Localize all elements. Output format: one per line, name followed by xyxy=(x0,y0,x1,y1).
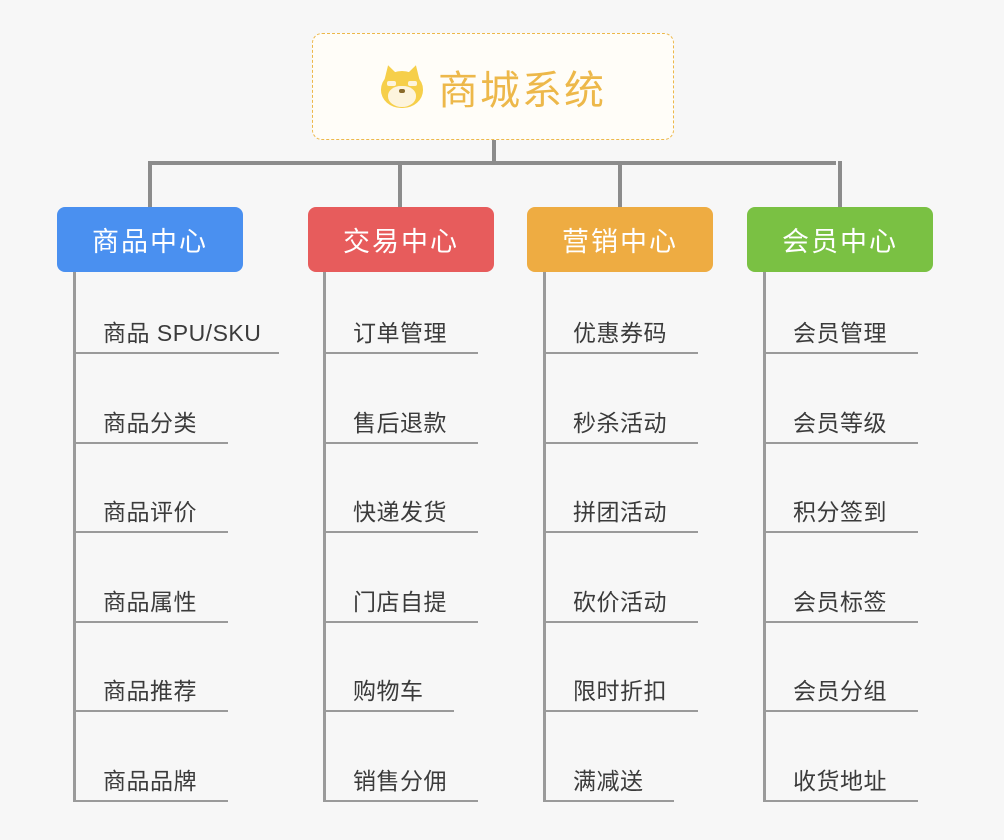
trunk-line-marketing-center xyxy=(543,272,546,802)
trunk-line-product-center xyxy=(73,272,76,802)
leaf-label: 优惠券码 xyxy=(573,320,667,346)
leaf-underline xyxy=(323,441,478,444)
leaf-label: 拼团活动 xyxy=(573,499,667,526)
leaf-label: 会员等级 xyxy=(793,409,887,436)
leaf-underline xyxy=(763,800,918,802)
root-title: 商城系统 xyxy=(438,68,606,113)
trunk-line-member-center xyxy=(763,272,766,802)
category-card-trade-center[interactable]: 交易中心 xyxy=(308,207,494,272)
trunk-line-trade-center xyxy=(323,272,326,802)
leaf-label: 积分签到 xyxy=(793,499,887,526)
leaf-label: 限时折扣 xyxy=(573,678,667,705)
category-card-marketing-center[interactable]: 营销中心 xyxy=(527,207,713,272)
leaf-label: 砍价活动 xyxy=(573,588,667,615)
leaf-label: 商品评价 xyxy=(103,499,197,526)
leaf-underline xyxy=(323,531,478,534)
leaf-underline xyxy=(763,441,918,444)
leaf-underline xyxy=(73,620,228,623)
leaf-underline xyxy=(73,352,279,354)
leaf-underline xyxy=(763,710,918,713)
leaf-label: 商品分类 xyxy=(103,409,197,436)
leaf-label: 商品属性 xyxy=(103,588,197,615)
leaf-label: 订单管理 xyxy=(353,320,447,346)
connector-drop-product-center xyxy=(148,161,152,208)
leaf-label: 收货地址 xyxy=(793,768,887,794)
leaf-label: 快递发货 xyxy=(353,499,447,526)
connector-drop-member-center xyxy=(838,161,842,208)
leaf-label: 会员分组 xyxy=(793,678,887,705)
leaf-underline xyxy=(763,620,918,623)
leaf-underline xyxy=(73,531,228,534)
leaf-underline xyxy=(543,531,698,534)
leaf-label: 商品品牌 xyxy=(103,768,197,794)
leaf-underline xyxy=(73,441,228,444)
leaf-underline xyxy=(543,710,698,713)
leaf-underline xyxy=(763,531,918,534)
leaf-label: 秒杀活动 xyxy=(573,409,667,436)
leaf-underline xyxy=(323,352,478,354)
leaf-underline xyxy=(73,800,228,802)
leaf-label: 门店自提 xyxy=(353,588,447,615)
leaf-label: 商品推荐 xyxy=(103,678,197,705)
branch-column-marketing-center: 营销中心 xyxy=(527,207,713,272)
leaf-label: 满减送 xyxy=(573,768,644,794)
leaf-underline xyxy=(543,352,698,354)
leaf-underline xyxy=(323,620,478,623)
leaf-label: 售后退款 xyxy=(353,409,447,436)
root-node[interactable]: 商城系统 xyxy=(312,33,674,140)
shiba-inu-icon xyxy=(380,62,424,109)
connector-horizontal-bar xyxy=(148,161,836,165)
leaf-underline xyxy=(73,710,228,713)
leaf-label: 商品 SPU/SKU xyxy=(103,320,262,346)
category-card-product-center[interactable]: 商品中心 xyxy=(57,207,243,272)
connector-drop-marketing-center xyxy=(618,161,622,208)
category-card-member-center[interactable]: 会员中心 xyxy=(747,207,933,272)
leaf-label: 会员标签 xyxy=(793,588,887,615)
leaf-underline xyxy=(543,441,698,444)
connector-drop-trade-center xyxy=(398,161,402,208)
leaf-underline xyxy=(543,620,698,623)
leaf-label: 购物车 xyxy=(353,678,424,705)
leaf-underline xyxy=(323,710,454,713)
connector-root-stem xyxy=(492,140,496,164)
leaf-label: 会员管理 xyxy=(793,320,887,346)
leaf-underline xyxy=(763,352,918,354)
branch-column-product-center: 商品中心 xyxy=(57,207,243,272)
leaf-underline xyxy=(323,800,478,802)
branch-column-member-center: 会员中心 xyxy=(747,207,933,272)
leaf-underline xyxy=(543,800,674,802)
leaf-label: 销售分佣 xyxy=(353,768,447,794)
branch-column-trade-center: 交易中心 xyxy=(308,207,494,272)
